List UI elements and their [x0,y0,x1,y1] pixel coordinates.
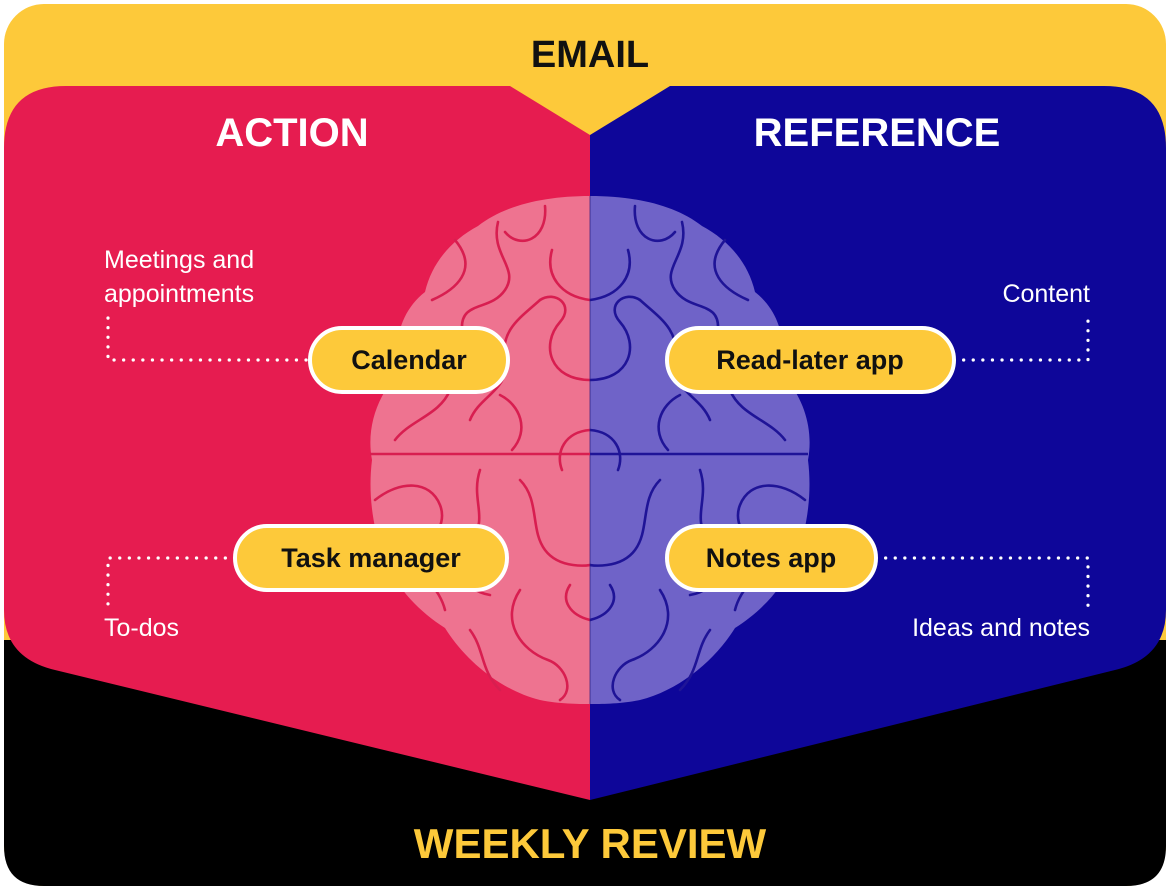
read-later-pill-label: Read-later app [716,345,904,375]
weekly-review-label: WEEKLY REVIEW [414,820,767,867]
task-manager-pill: Task manager [233,524,509,592]
action-heading: ACTION [215,111,368,155]
notes-app-pill-label: Notes app [706,543,837,573]
calendar-pill: Calendar [308,326,510,394]
notes-app-connector [874,556,1090,608]
notes-app-note: Ideas and notes [912,614,1090,642]
read-later-connector [952,316,1090,362]
read-later-pill: Read-later app [665,326,956,394]
calendar-note-line2: appointments [104,280,254,308]
calendar-pill-label: Calendar [351,345,467,375]
calendar-note-line1: Meetings and [104,246,254,274]
notes-app-pill: Notes app [665,524,878,592]
reference-heading: REFERENCE [754,111,1001,155]
read-later-note: Content [1002,280,1090,308]
email-label: EMAIL [531,34,649,76]
task-manager-pill-label: Task manager [281,543,461,573]
task-manager-note: To-dos [104,614,179,642]
